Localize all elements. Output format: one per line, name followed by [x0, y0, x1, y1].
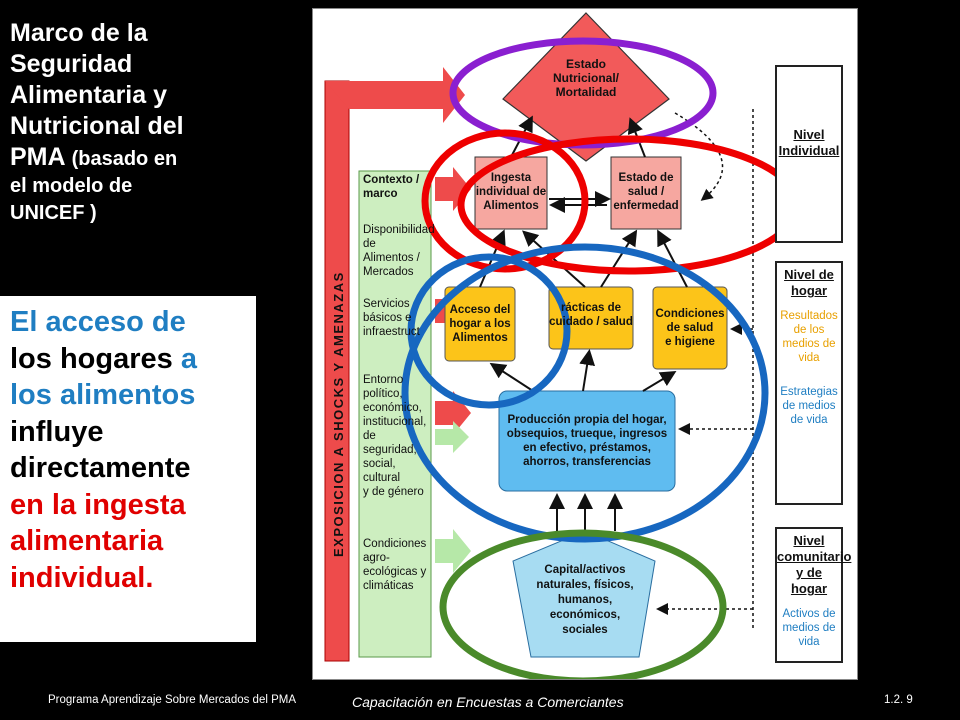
nivel-individual-box: Nivel Individual [775, 65, 843, 243]
title-line: Nutricional del [10, 112, 184, 140]
estado-nutricional-diamond [502, 12, 670, 162]
capital-pentagon [512, 530, 656, 658]
title-subtitle: UNICEF ) [10, 202, 97, 224]
diagram-shapes: EXPOSICION A SHOCKS Y AMENAZAS [324, 12, 801, 679]
msg-part: en la ingesta [10, 488, 186, 521]
acceso-label: Acceso del hogar a los Alimentos [449, 304, 511, 344]
condiciones-label: Condiciones de salud e higiene [655, 308, 725, 348]
estrategias-text: Estrategias de medios de vida [780, 386, 838, 426]
ingesta-label: Ingesta individual de Alimentos [475, 172, 547, 212]
produccion-label: Producción propia del hogar, obsequios, … [506, 414, 668, 468]
footer-course: Capacitación en Encuestas a Comerciantes [352, 694, 624, 710]
highlight-purple-ellipse [449, 37, 717, 149]
msg-part: a [180, 342, 197, 375]
msg-part: El acceso de [10, 306, 186, 338]
context-item: Servicios básicos e infraestruct [363, 298, 420, 338]
title-subtitle: (basado en [71, 148, 178, 170]
context-item: Entorno político, económico, institucion… [363, 374, 427, 498]
estado-nutricional-label: Estado Nutricional/ Mortalidad [552, 57, 619, 99]
shock-arrow [435, 529, 471, 573]
msg-part: directamente [10, 452, 191, 484]
title-line: PMA (basado en [10, 142, 250, 173]
nivel-hogar-box: Nivel de hogar Resultados de los medios … [775, 261, 843, 505]
condiciones-box [652, 286, 728, 370]
shocks-vertical-label: EXPOSICION A SHOCKS Y AMENAZAS [331, 271, 346, 557]
context-item: Condiciones agro- ecológicas y climática… [363, 538, 427, 592]
unicef-framework-diagram: EXPOSICION A SHOCKS Y AMENAZAS Contexto … [312, 8, 858, 680]
context-panel [358, 170, 432, 658]
nivel-comunitario-box: Nivel comunitario y de hogar Activos de … [775, 527, 851, 663]
estado-salud-label: Estado de salud / enfermedad [613, 172, 679, 212]
key-message-text: El acceso de los hogares a los alimentos… [10, 304, 250, 596]
footer-program: Programa Aprendizaje Sobre Mercados del … [48, 694, 297, 706]
title-line: Alimentaria y [10, 81, 168, 109]
shock-arrow [325, 67, 465, 123]
highlight-green-ellipse [439, 529, 727, 679]
highlight-blue-ellipse-small [407, 253, 571, 409]
slide-title: Marco de la Seguridad Alimentaria y Nutr… [10, 18, 250, 227]
msg-part: individual. [10, 561, 154, 594]
context-item: Disponibilidad de Alimentos / Mercados [363, 224, 435, 278]
produccion-box [498, 390, 676, 492]
practicas-label: rácticas de cuidado / salud [549, 302, 633, 328]
footer-page-number: 1.2. 9 [884, 694, 913, 706]
title-pma: PMA [10, 143, 65, 171]
activos-text: Activos de medios de vida [782, 608, 836, 648]
key-message-callout: El acceso de los hogares a los alimentos… [0, 296, 256, 642]
msg-part: los alimentos [10, 379, 196, 411]
title-line: Marco de la [10, 19, 148, 47]
resultados-text: Resultados de los medios de vida [780, 310, 838, 364]
msg-part: alimentaria [10, 525, 164, 557]
title-subtitle: el modelo de [10, 175, 133, 197]
capital-label: Capital/activos naturales, físicos, huma… [536, 564, 634, 636]
highlight-blue-ellipse [401, 243, 769, 543]
highlight-red-ellipse-small [421, 129, 589, 273]
shocks-bar [324, 80, 350, 662]
title-line: Seguridad [10, 50, 133, 78]
msg-part: los hogares [10, 342, 173, 375]
estado-salud-box [610, 156, 682, 230]
msg-part: influye [10, 415, 104, 448]
shock-arrow [435, 421, 469, 453]
context-header: Contexto / marco [363, 174, 420, 200]
